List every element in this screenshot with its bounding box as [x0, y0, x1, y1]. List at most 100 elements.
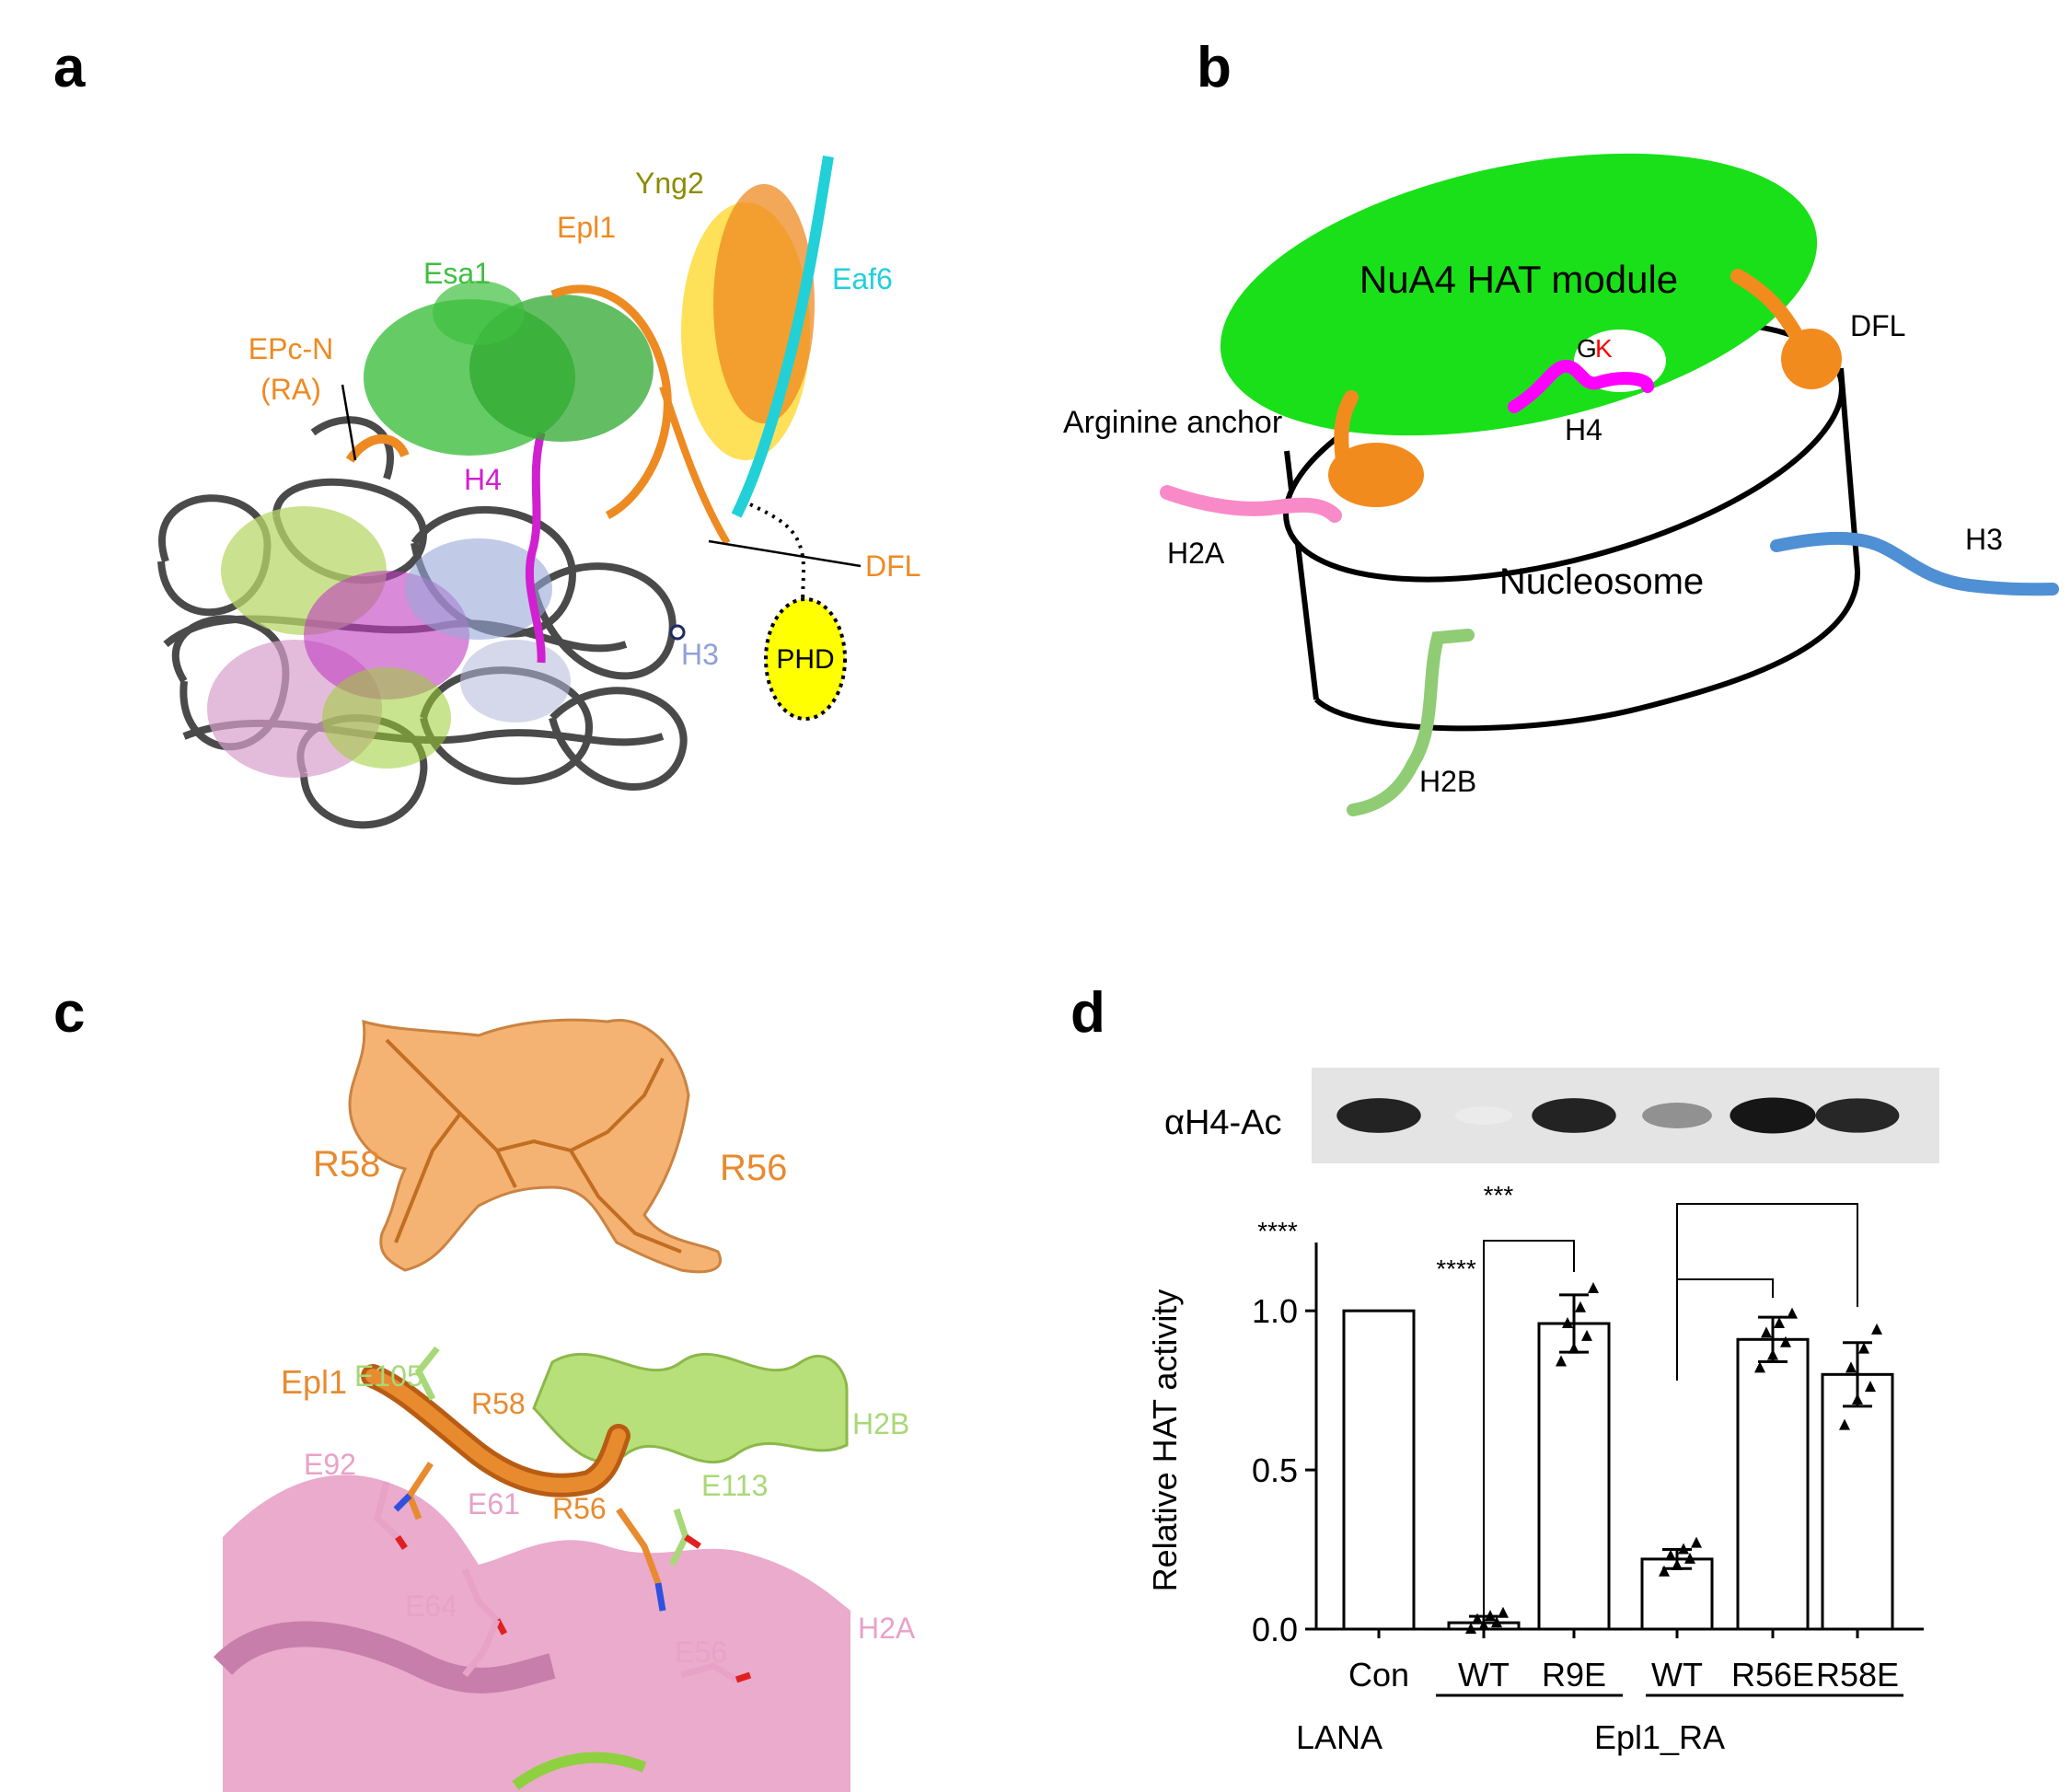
x-tick-label: Con — [1348, 1656, 1409, 1694]
data-point — [1568, 1342, 1579, 1354]
esa1-label: Esa1 — [423, 257, 491, 290]
h3-tail — [1770, 531, 2059, 596]
interface-view: E105 Epl1 R58 H2B E92 E61 R56 E113 E64 H… — [213, 1339, 916, 1792]
data-point — [1678, 1543, 1689, 1555]
panel-a-structure: PHD Yng2 Epl1 Esa1 Eaf6 EPc-N (RA) H4 DF… — [157, 156, 920, 829]
data-point — [1498, 1606, 1509, 1618]
data-point — [1691, 1536, 1702, 1548]
density-model-sticks — [385, 1038, 682, 1254]
h2a-label: H2A — [858, 1612, 916, 1645]
blot-bands — [1336, 1097, 1900, 1134]
e64-label: E64 — [405, 1590, 457, 1623]
data-point — [1767, 1348, 1778, 1360]
data-point — [1491, 1616, 1502, 1628]
dfl-leader-line — [708, 539, 862, 568]
data-point — [1780, 1335, 1791, 1347]
bar-3 — [1640, 1557, 1714, 1631]
panel-c-structure: R58 R56 — [213, 1018, 916, 1792]
data-point — [1659, 1565, 1670, 1577]
data-point — [1665, 1549, 1676, 1561]
panel-c-letter: c — [53, 981, 86, 1045]
h4-tail — [525, 431, 546, 664]
chart-axes: 0.0 0.5 1.0 — [1252, 1243, 1924, 1648]
y-axis-label: Relative HAT activity — [1146, 1289, 1184, 1592]
x-tick-label: R56E — [1731, 1656, 1814, 1694]
data-point — [1684, 1552, 1695, 1564]
h4-label: H4 — [1565, 413, 1602, 446]
data-point — [1839, 1418, 1850, 1430]
h2b-tail — [1347, 629, 1475, 816]
group-label-epl1-ra: Epl1_RA — [1594, 1718, 1725, 1756]
y-tick-label: 1.0 — [1252, 1292, 1298, 1330]
h4-tail — [1508, 360, 1654, 413]
phd-label: PHD — [776, 644, 834, 675]
h2b-helix — [532, 1352, 849, 1464]
density-r58-label: R58 — [313, 1144, 380, 1185]
blot-band-2 — [1532, 1098, 1616, 1133]
k-label: K — [1595, 334, 1613, 363]
epcn-label-line1: EPc-N — [249, 332, 333, 365]
h2b-label: H2B — [1419, 765, 1476, 798]
h2a-tail — [1160, 485, 1342, 523]
blot-band-5 — [1815, 1098, 1900, 1133]
x-tick-label: R58E — [1816, 1656, 1899, 1694]
x-tick-label: WT — [1651, 1656, 1703, 1694]
h2b-label: H2B — [852, 1407, 909, 1440]
data-point — [1485, 1610, 1496, 1622]
x-tick-label: WT — [1458, 1656, 1510, 1694]
e56-label: E56 — [675, 1636, 727, 1669]
data-point — [1858, 1342, 1869, 1354]
module-label: NuA4 HAT module — [1359, 258, 1678, 301]
h2a-helix — [223, 1474, 850, 1792]
blot-band-4 — [1730, 1097, 1816, 1134]
data-point — [1472, 1613, 1483, 1624]
data-point — [1852, 1393, 1863, 1405]
epl1-yng2-eaf6-domain — [345, 156, 834, 546]
sig-epl1-r56e: **** — [1436, 1254, 1476, 1283]
data-point — [1845, 1361, 1857, 1373]
blot-band-0 — [1336, 1098, 1421, 1133]
bracket-lana — [1483, 1240, 1575, 1622]
epl1-label: Epl1 — [557, 211, 616, 244]
epl1-tube — [365, 1369, 626, 1493]
data-point — [1787, 1307, 1798, 1319]
data-point — [1761, 1326, 1772, 1338]
y-tick-label: 0.5 — [1252, 1451, 1298, 1489]
bar-2 — [1537, 1322, 1611, 1631]
y-tick-label: 0.0 — [1252, 1611, 1298, 1648]
h2a-front-helix — [213, 1621, 556, 1694]
data-point — [1672, 1558, 1683, 1570]
arginine-anchor — [1328, 443, 1424, 507]
h3-label: H3 — [681, 638, 719, 671]
data-point — [1478, 1619, 1489, 1631]
data-point — [1754, 1361, 1765, 1373]
e113-label: E113 — [701, 1469, 768, 1502]
arginine-anchor-label: Arginine anchor — [1063, 405, 1282, 440]
blot-band-3 — [1642, 1103, 1712, 1128]
density-r56-label: R56 — [720, 1148, 787, 1188]
sig-epl1-r58e: *** — [1484, 1181, 1514, 1209]
e105-label: E105 — [354, 1359, 423, 1393]
epcn-leader-line — [341, 384, 357, 461]
blot-band-1 — [1454, 1106, 1513, 1125]
data-point — [1556, 1355, 1567, 1367]
data-point — [1865, 1381, 1876, 1393]
data-point — [1774, 1317, 1785, 1328]
panel-b-schematic: NuA4 HAT module G K H4 DFL Arginine anch… — [1063, 153, 2059, 816]
h3-label: H3 — [1965, 523, 2003, 556]
r56-label: R56 — [552, 1492, 607, 1525]
h4-label: H4 — [464, 463, 502, 496]
bracket-r58e — [1676, 1203, 1858, 1381]
eaf6-label: Eaf6 — [832, 262, 893, 295]
blot-label: αH4-Ac — [1164, 1104, 1282, 1142]
data-point — [1581, 1329, 1592, 1341]
bar-5 — [1821, 1372, 1894, 1631]
h2b-loop — [512, 1752, 647, 1790]
bar-0 — [1342, 1309, 1416, 1631]
data-point — [1871, 1323, 1882, 1335]
r58-label: R58 — [471, 1387, 526, 1420]
yng2-label: Yng2 — [635, 167, 704, 200]
nucleosome-bottom — [1313, 570, 1861, 732]
